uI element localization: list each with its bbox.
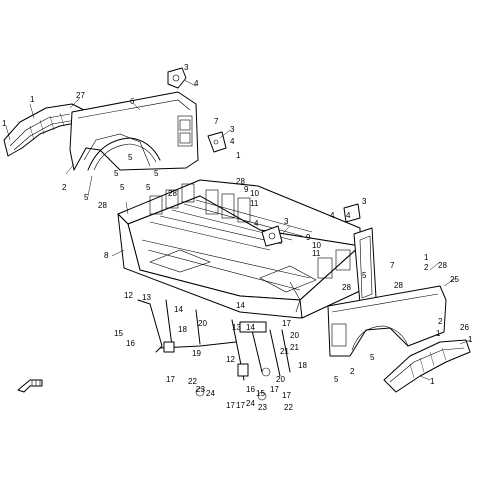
leader-lines: [5, 79, 471, 381]
callout: 3: [362, 197, 367, 206]
callout: 9: [306, 233, 311, 242]
callout: 20: [276, 375, 285, 384]
callout: 20: [290, 331, 299, 340]
callout: 26: [460, 323, 469, 332]
callout: 10: [312, 241, 321, 250]
callout: 12: [124, 291, 133, 300]
callout: 1: [468, 335, 473, 344]
callout: 7: [390, 261, 395, 270]
callout: 22: [188, 377, 197, 386]
callout: 14: [174, 305, 183, 314]
callout: 4: [330, 211, 335, 220]
callout: 28: [236, 177, 245, 186]
callout: 5: [334, 375, 339, 384]
front-left-fender: [3, 103, 85, 157]
callout: 28: [342, 283, 351, 292]
callout: 5: [84, 193, 89, 202]
callout: 15: [114, 329, 123, 338]
callout: 1: [430, 377, 435, 386]
callout: 11: [312, 249, 321, 258]
callout: 19: [192, 349, 201, 358]
center-hinge-bracket: [261, 225, 283, 247]
callout: 12: [226, 355, 235, 364]
left-side-panel: [69, 91, 199, 171]
callout: 16: [126, 339, 135, 348]
callout: 28: [438, 261, 447, 270]
callout: 14: [236, 301, 245, 310]
callout: 2: [438, 317, 443, 326]
callout: 1: [30, 95, 35, 104]
callout: 5: [370, 353, 375, 362]
callout: 5: [362, 271, 367, 280]
callout: 5: [154, 169, 159, 178]
callout: 4: [230, 137, 235, 146]
callout: 23: [258, 403, 267, 412]
callout: 17: [282, 319, 291, 328]
callout: 8: [104, 251, 109, 260]
callout: 10: [250, 189, 259, 198]
callout: 18: [298, 361, 307, 370]
cargo-bed: [117, 179, 363, 319]
callout: 21: [290, 343, 299, 352]
callout: 28: [98, 201, 107, 210]
callout: 1: [436, 329, 441, 338]
tailgate: [353, 227, 377, 305]
callout: 21: [280, 347, 289, 356]
callout: 24: [246, 399, 255, 408]
callout: 6: [130, 97, 135, 106]
top-bracket: [167, 67, 187, 89]
callout: 4: [346, 211, 351, 220]
callout: 3: [184, 63, 189, 72]
callout: 2: [350, 367, 355, 376]
callout: 28: [168, 189, 177, 198]
callout: 3: [284, 217, 289, 226]
left-wheel-arch: [87, 137, 161, 171]
callout: 17: [166, 375, 175, 384]
callout: 11: [250, 199, 259, 208]
callout: 17: [226, 401, 235, 410]
callout: 2: [424, 263, 429, 272]
callout: 4: [194, 79, 199, 88]
callout: 20: [198, 319, 207, 328]
left-latch-bracket: [207, 131, 227, 153]
right-top-bracket: [343, 203, 361, 223]
front-direction-arrow-icon: [17, 379, 43, 393]
callout: 22: [284, 403, 293, 412]
callout: 3: [230, 125, 235, 134]
callout: 24: [206, 389, 215, 398]
callout: 1: [236, 151, 241, 160]
callout: 5: [114, 169, 119, 178]
callout: 1: [424, 253, 429, 262]
callout: 14: [246, 323, 255, 332]
support-linkage: [137, 299, 291, 401]
callout: 15: [256, 389, 265, 398]
callout: 16: [246, 385, 255, 394]
callout: 23: [196, 385, 205, 394]
right-rear-fender: [383, 339, 471, 393]
callout: 18: [178, 325, 187, 334]
callout: 28: [394, 281, 403, 290]
callout: 2: [62, 183, 67, 192]
callout: 4: [254, 219, 259, 228]
callout: 13: [232, 323, 241, 332]
callout-labels: 1 1 27 6 2 5 3 4 7 3 4 1 5 5 28 5 5 28 9…: [2, 63, 473, 412]
callout: 1: [2, 119, 7, 128]
callout: 17: [236, 401, 245, 410]
callout: 7: [214, 117, 219, 126]
callout: 17: [270, 385, 279, 394]
callout: 25: [450, 275, 459, 284]
right-side-panel: [327, 285, 447, 357]
callout: 5: [128, 153, 133, 162]
callout: 9: [244, 185, 249, 194]
callout: 27: [76, 91, 85, 100]
callout: 5: [146, 183, 151, 192]
callout: 13: [142, 293, 151, 302]
callout: 5: [120, 183, 125, 192]
callout: 17: [282, 391, 291, 400]
